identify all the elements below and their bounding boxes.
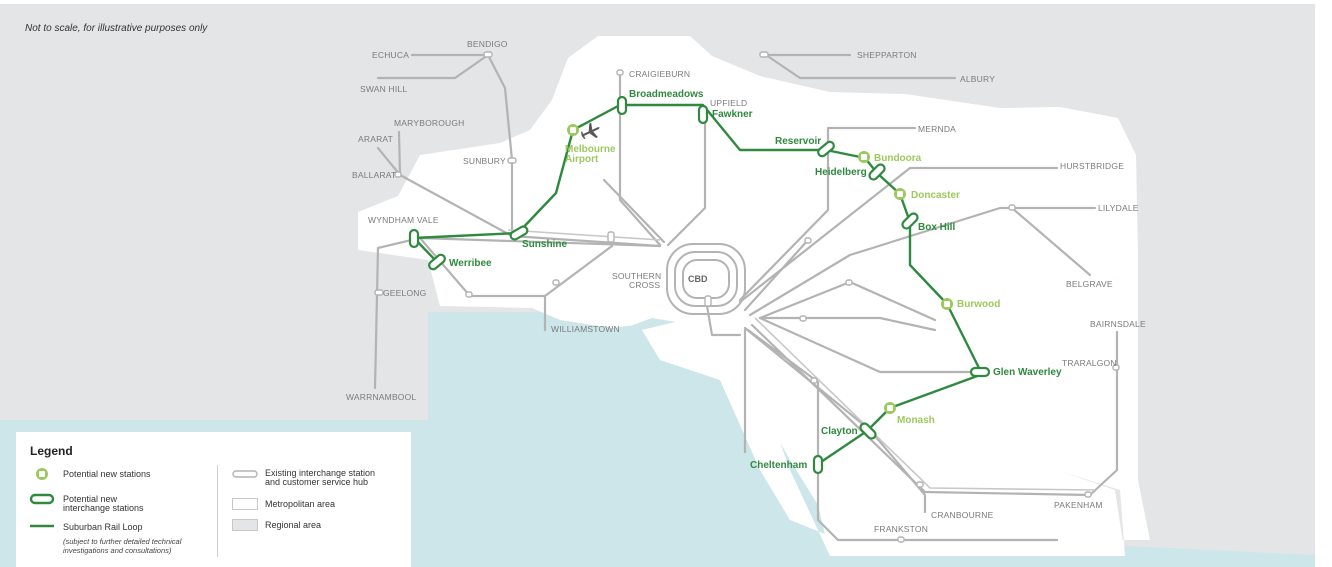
label-airport: Airport bbox=[565, 154, 599, 165]
legend-new-interchange-2: interchange stations bbox=[63, 503, 144, 513]
legend-new-stations: Potential new stations bbox=[63, 469, 151, 479]
label-bundoora: Bundoora bbox=[874, 153, 922, 164]
label-warrnambool: WARRNAMBOOL bbox=[346, 392, 416, 402]
label-albury: ALBURY bbox=[960, 74, 995, 84]
label-box-hill: Box Hill bbox=[918, 222, 955, 233]
legend-loop-note-1: (subject to further detailed technical bbox=[63, 537, 182, 546]
legend-existing-2: and customer service hub bbox=[265, 477, 369, 487]
new-station-icon bbox=[36, 468, 48, 480]
legend-metro: Metropolitan area bbox=[265, 499, 336, 509]
heidelberg-interchange bbox=[868, 163, 886, 181]
label-echuca: ECHUCA bbox=[372, 50, 409, 60]
legend: Legend Potential new stations Potential … bbox=[16, 432, 411, 567]
label-sunbury: SUNBURY bbox=[463, 156, 506, 166]
legend-loop: Suburban Rail Loop bbox=[63, 522, 143, 532]
werribee-interchange bbox=[428, 253, 446, 271]
label-southern-cross-2: CROSS bbox=[629, 280, 660, 290]
existing-station-ticks bbox=[374, 51, 1120, 543]
label-sunshine: Sunshine bbox=[522, 239, 567, 250]
cbd-label: CBD bbox=[688, 274, 708, 284]
interchange-labels: Broadmeadows Fawkner Reservoir Heidelber… bbox=[449, 89, 1062, 471]
new-station-labels: Melbourne Airport Bundoora Doncaster Bur… bbox=[565, 144, 1000, 426]
legend-loop-note-2: investigations and consultations) bbox=[63, 546, 172, 555]
label-maryborough: MARYBOROUGH bbox=[394, 118, 465, 128]
double-track bbox=[507, 229, 1096, 491]
label-frankston: FRANKSTON bbox=[874, 524, 928, 534]
sunshine-interchange bbox=[509, 225, 529, 241]
label-ararat: ARARAT bbox=[358, 134, 393, 144]
glen-waverley-interchange bbox=[969, 366, 991, 378]
label-burwood: Burwood bbox=[957, 299, 1000, 310]
loop-line-icon bbox=[30, 524, 54, 528]
reservoir-interchange bbox=[817, 140, 835, 158]
fawkner-interchange bbox=[697, 104, 709, 125]
label-pakenham: PAKENHAM bbox=[1054, 500, 1103, 510]
legend-divider bbox=[217, 465, 218, 557]
label-cranbourne: CRANBOURNE bbox=[931, 510, 994, 520]
legend-title: Legend bbox=[30, 444, 73, 458]
label-lilydale: LILYDALE bbox=[1098, 203, 1139, 213]
label-traralgon: TRARALGON bbox=[1062, 358, 1117, 368]
box-hill-interchange bbox=[901, 212, 919, 230]
label-heidelberg: Heidelberg bbox=[815, 167, 867, 178]
label-geelong: GEELONG bbox=[383, 288, 426, 298]
new-interchange-icon bbox=[29, 493, 55, 505]
label-broadmeadows: Broadmeadows bbox=[629, 89, 704, 100]
label-mernda: MERNDA bbox=[918, 124, 956, 134]
label-clayton: Clayton bbox=[821, 426, 858, 437]
south-east-land bbox=[642, 255, 1150, 556]
label-ballarat: BALLARAT bbox=[352, 170, 396, 180]
regional-area-swatch bbox=[232, 519, 258, 531]
label-hurstbridge: HURSTBRIDGE bbox=[1060, 161, 1124, 171]
label-wyndham-vale: WYNDHAM VALE bbox=[368, 215, 439, 225]
wyndham-vale-interchange bbox=[408, 228, 420, 249]
label-melbourne: Melbourne bbox=[565, 144, 616, 155]
label-fawkner: Fawkner bbox=[712, 109, 753, 120]
legend-new-interchange-1: Potential new bbox=[63, 494, 118, 504]
not-to-scale-note: Not to scale, for illustrative purposes … bbox=[25, 23, 208, 34]
label-glen-waverley: Glen Waverley bbox=[993, 367, 1062, 378]
station-labels: ECHUCA BENDIGO SHEPPARTON ALBURY SWAN HI… bbox=[346, 39, 1146, 534]
label-southern-cross-1: SOUTHERN bbox=[612, 271, 661, 281]
label-doncaster: Doncaster bbox=[911, 190, 960, 201]
label-swan-hill: SWAN HILL bbox=[360, 84, 407, 94]
interchange-markers bbox=[408, 95, 991, 475]
clayton-interchange bbox=[859, 422, 877, 440]
label-craigieburn: CRAIGIEBURN bbox=[629, 69, 690, 79]
cheltenham-interchange bbox=[812, 454, 824, 475]
label-belgrave: BELGRAVE bbox=[1066, 279, 1113, 289]
label-monash: Monash bbox=[897, 415, 935, 426]
legend-regional: Regional area bbox=[265, 520, 322, 530]
label-bendigo: BENDIGO bbox=[467, 39, 508, 49]
broadmeadows-interchange bbox=[616, 95, 628, 116]
label-werribee: Werribee bbox=[449, 258, 492, 269]
metro-area-swatch bbox=[232, 498, 258, 510]
legend-existing-1: Existing interchange station bbox=[265, 468, 376, 478]
existing-interchange-icon bbox=[232, 470, 258, 478]
label-bairnsdale: BAIRNSDALE bbox=[1090, 319, 1146, 329]
label-shepparton: SHEPPARTON bbox=[857, 50, 917, 60]
new-station-markers bbox=[567, 124, 953, 414]
label-williamstown: WILLIAMSTOWN bbox=[551, 324, 620, 334]
label-reservoir: Reservoir bbox=[775, 136, 821, 147]
label-upfield: UPFIELD bbox=[710, 98, 747, 108]
label-cheltenham: Cheltenham bbox=[750, 460, 807, 471]
airplane-icon bbox=[581, 122, 600, 140]
